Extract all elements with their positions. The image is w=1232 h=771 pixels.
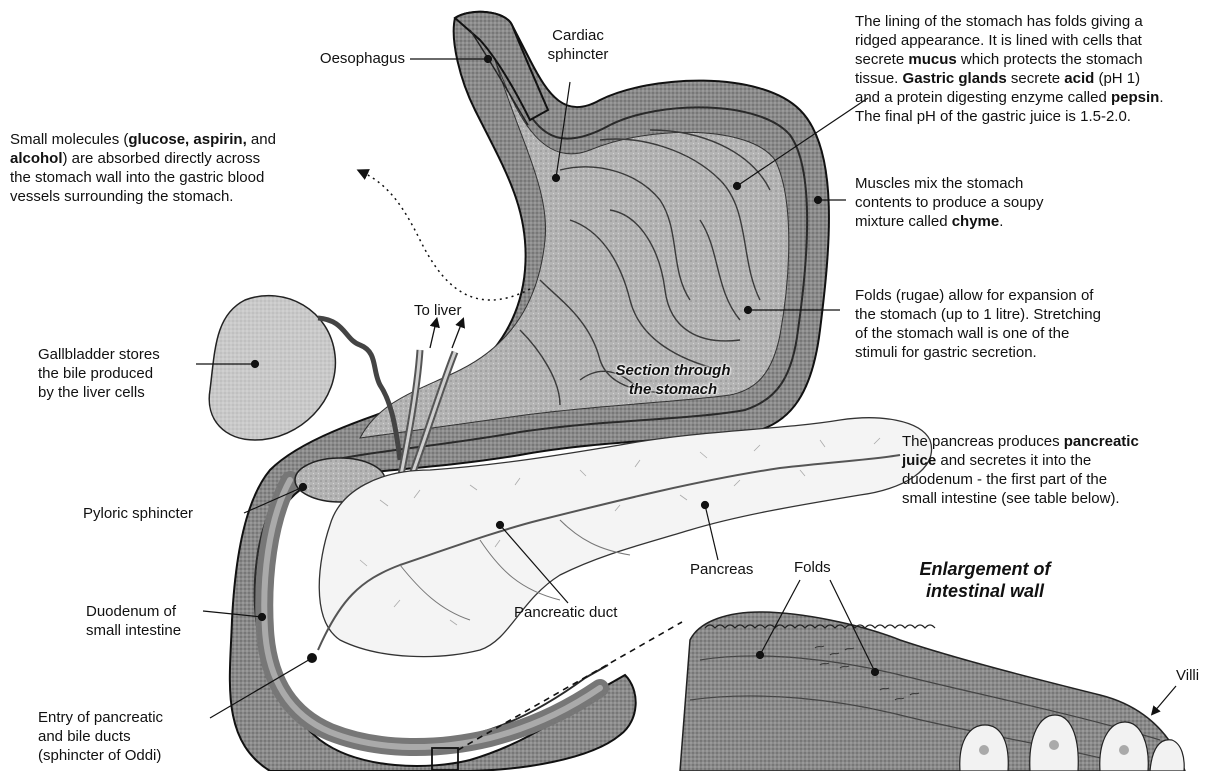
text-folds-rugae: Folds (rugae) allow for expansion of the… (855, 286, 1155, 362)
label-entry-line2: and bile ducts (38, 727, 163, 746)
text-stomach-lining: The lining of the stomach has folds givi… (855, 12, 1230, 126)
label-pancreatic-duct: Pancreatic duct (514, 603, 617, 622)
label-pyloric-sphincter: Pyloric sphincter (83, 504, 193, 523)
label-duodenum-line2: small intestine (86, 621, 181, 640)
label-entry-line1: Entry of pancreatic (38, 708, 163, 727)
enlargement-title-line2: intestinal wall (895, 580, 1075, 602)
label-cardiac-line2: sphincter (538, 45, 618, 64)
enlargement-title-line1: Enlargement of (895, 558, 1075, 580)
to-liver-arrow-left (430, 322, 436, 348)
label-cardiac-line1: Cardiac (538, 26, 618, 45)
label-duodenum-line1: Duodenum of (86, 602, 181, 621)
gallbladder (209, 296, 335, 440)
to-liver-arrow-right (452, 322, 462, 348)
section-title-line2: the stomach (588, 380, 758, 399)
title-section-through-stomach: Section through the stomach (588, 361, 758, 399)
label-cardiac-sphincter: Cardiac sphincter (538, 26, 618, 64)
label-pancreas: Pancreas (690, 560, 753, 579)
label-gallbladder-line1: Gallbladder stores (38, 345, 160, 364)
text-muscles: Muscles mix the stomach contents to prod… (855, 174, 1115, 231)
label-entry-line3: (sphincter of Oddi) (38, 746, 163, 765)
label-duodenum: Duodenum of small intestine (86, 602, 181, 640)
section-title-line1: Section through (588, 361, 758, 380)
label-villi: Villi (1176, 666, 1199, 685)
label-gallbladder: Gallbladder stores the bile produced by … (38, 345, 160, 402)
label-entry-ducts: Entry of pancreatic and bile ducts (sphi… (38, 708, 163, 765)
label-gallbladder-line3: by the liver cells (38, 383, 160, 402)
intestinal-wall-enlargement (680, 612, 1185, 771)
text-small-molecules: Small molecules (glucose, aspirin, and a… (10, 130, 350, 206)
label-gallbladder-line2: the bile produced (38, 364, 160, 383)
title-enlargement: Enlargement of intestinal wall (895, 558, 1075, 602)
label-oesophagus: Oesophagus (300, 49, 405, 68)
label-to-liver: To liver (414, 301, 462, 320)
text-pancreas: The pancreas produces pancreatic juice a… (902, 432, 1222, 508)
label-folds: Folds (794, 558, 831, 577)
absorption-dotted-arrow (362, 172, 530, 300)
